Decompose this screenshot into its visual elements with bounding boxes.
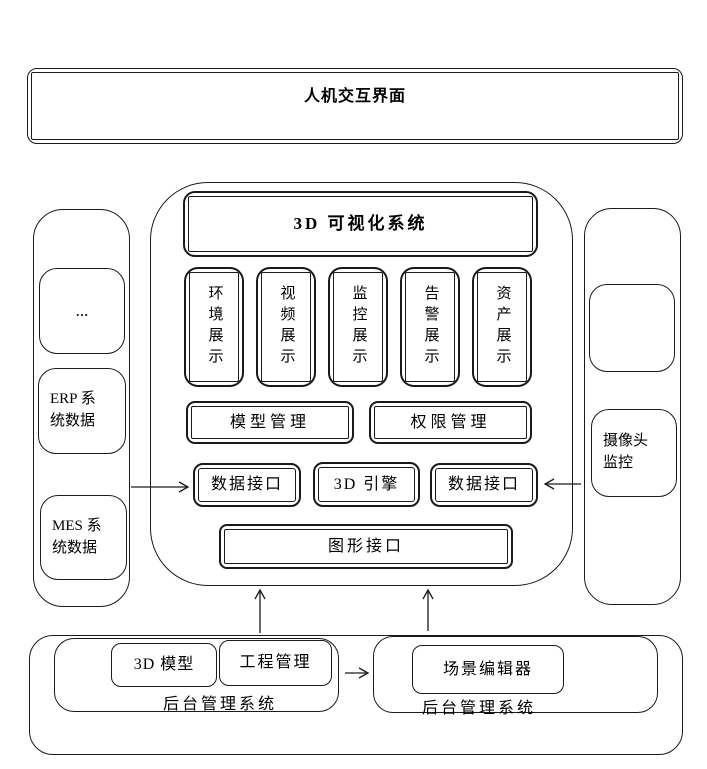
display-module-alarm-label: 告警展示 [422, 285, 439, 369]
erp-data-box: ERP 系 统数据 [38, 368, 126, 454]
arrow-backend-right-to-viz [422, 588, 434, 631]
data-interface-right-box: 数据接口 [430, 463, 538, 507]
model-3d-box: 3D 模型 [111, 643, 217, 687]
mes-data-box: MES 系 统数据 [40, 495, 127, 580]
permission-management-label: 权限管理 [410, 413, 491, 431]
hmi-banner: 人机交互界面 [27, 68, 683, 144]
model-3d-label: 3D 模型 [133, 656, 195, 674]
display-module-monitoring: 监控展示 [328, 267, 388, 387]
display-module-video-label: 视频展示 [278, 285, 295, 369]
display-module-alarm: 告警展示 [400, 267, 460, 387]
model-management-label: 模型管理 [229, 413, 310, 431]
viz-system-title-box: 3D 可视化系统 [183, 191, 538, 257]
camera-monitor-box: 摄像头 监控 [591, 409, 677, 497]
viz-system-title: 3D 可视化系统 [293, 213, 428, 233]
engine-box: 3D 引擎 [313, 462, 420, 507]
scene-editor-label: 场景编辑器 [442, 660, 533, 678]
erp-data-label: ERP 系 统数据 [50, 391, 96, 429]
data-interface-right-label: 数据接口 [447, 476, 520, 494]
display-module-monitoring-label: 监控展示 [350, 285, 367, 369]
display-module-environment: 环境展示 [184, 267, 244, 387]
arrow-backend-left-to-viz [254, 588, 266, 633]
camera-empty-box [589, 284, 675, 372]
backend-right-container: 场景编辑器 后台管理系统 [373, 636, 658, 717]
viz-system-container: 3D 可视化系统 环境展示 视频展示 监控展示 告警展示 资产展示 [150, 182, 573, 586]
other-data-source-label: ... [75, 300, 89, 320]
permission-management-box: 权限管理 [369, 401, 532, 444]
model-management-box: 模型管理 [186, 401, 354, 444]
display-module-asset: 资产展示 [472, 267, 532, 387]
mes-data-label: MES 系 统数据 [52, 517, 102, 556]
other-data-source-box: ... [39, 268, 125, 354]
graphics-interface-box: 图形接口 [219, 524, 513, 569]
display-module-asset-label: 资产展示 [494, 285, 511, 369]
project-management-box: 工程管理 [219, 640, 332, 686]
data-interface-left-label: 数据接口 [210, 476, 283, 494]
data-source-panel: ... ERP 系 统数据 MES 系 统数据 [33, 209, 130, 607]
backend-left-label: 后台管理系统 [163, 696, 278, 713]
camera-monitor-label: 摄像头 监控 [603, 433, 649, 471]
graphics-interface-label: 图形接口 [327, 537, 404, 555]
camera-panel: 摄像头 监控 [584, 208, 681, 605]
backend-left-container: 3D 模型 工程管理 后台管理系统 [54, 638, 339, 713]
data-interface-left-box: 数据接口 [193, 463, 301, 507]
display-module-environment-label: 环境展示 [206, 285, 223, 369]
engine-label: 3D 引擎 [333, 475, 400, 493]
backend-section: 3D 模型 工程管理 后台管理系统 场景编辑器 后台管理系统 [29, 635, 683, 755]
display-module-video: 视频展示 [256, 267, 316, 387]
backend-right-label: 后台管理系统 [422, 700, 537, 717]
project-management-label: 工程管理 [239, 654, 312, 672]
hmi-banner-title: 人机交互界面 [303, 88, 406, 105]
scene-editor-box: 场景编辑器 [412, 645, 564, 694]
